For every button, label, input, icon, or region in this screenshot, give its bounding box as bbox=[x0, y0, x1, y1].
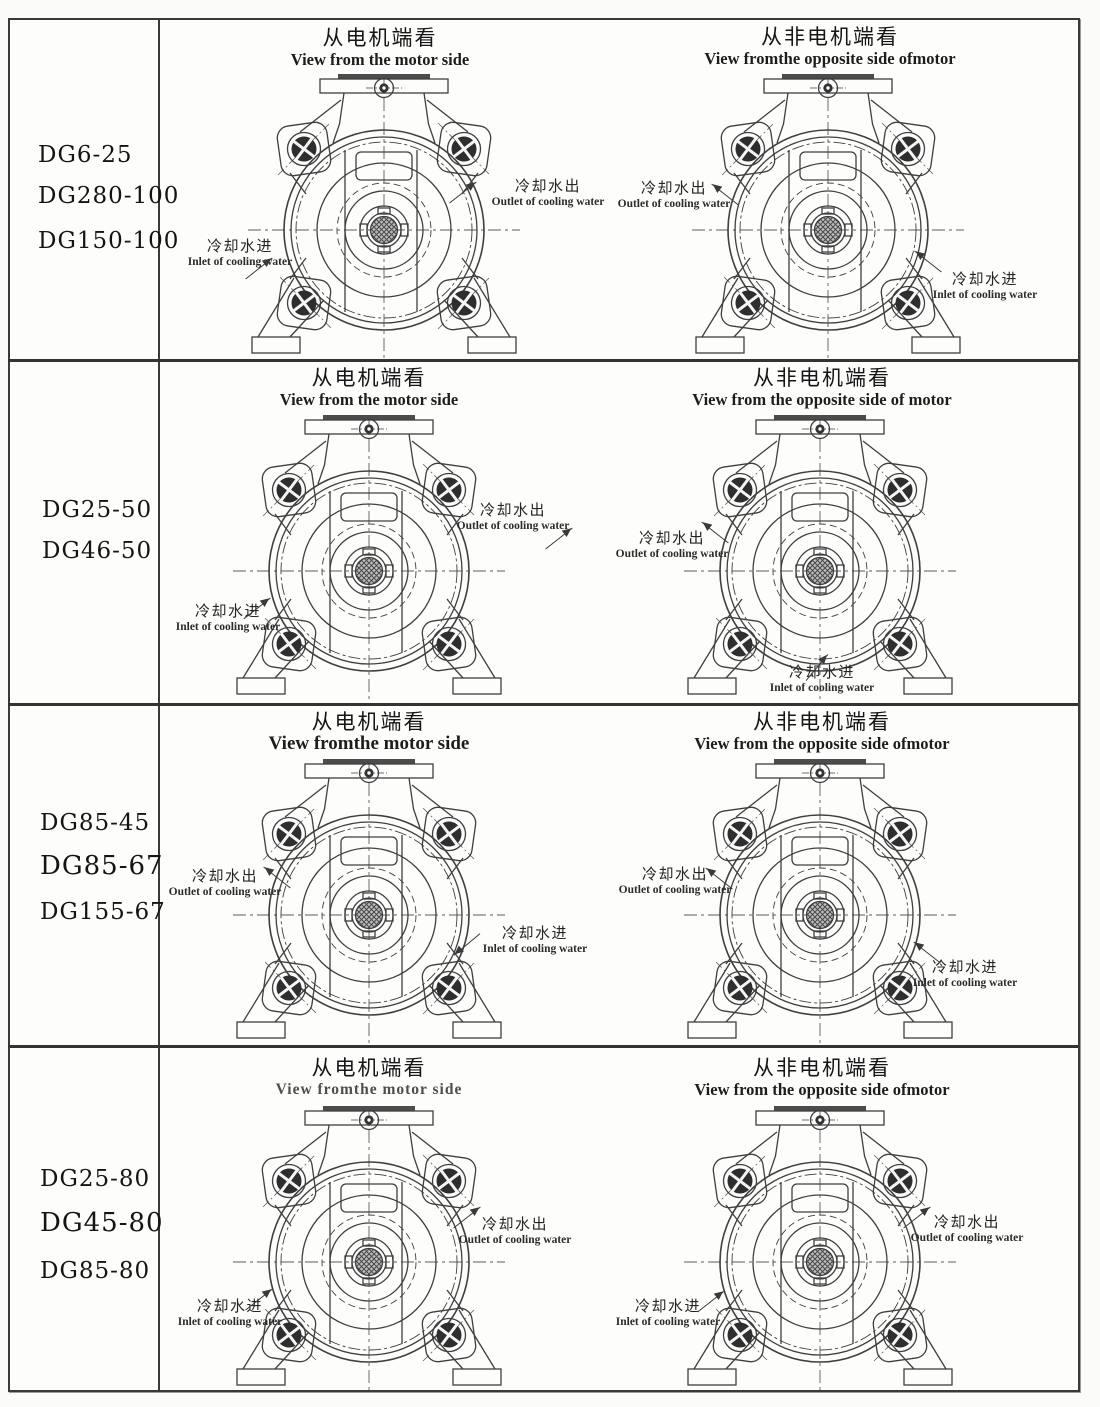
outlet-label: 冷却水出 Outlet of cooling water bbox=[609, 181, 739, 211]
inlet-label: 冷却水进 Inlet of cooling water bbox=[175, 239, 305, 269]
view-title-zh: 从非电机端看 bbox=[753, 1056, 891, 1080]
model-label: DG46-50 bbox=[42, 538, 153, 564]
outlet-label-zh: 冷却水出 bbox=[191, 869, 258, 885]
inlet-label-zh: 冷却水进 bbox=[206, 239, 273, 255]
outlet-label-zh: 冷却水出 bbox=[481, 1217, 548, 1233]
inlet-label-zh: 冷却水进 bbox=[501, 926, 568, 942]
inlet-label-zh: 冷却水进 bbox=[634, 1299, 701, 1315]
view-title-en: View from the motor side bbox=[290, 50, 470, 69]
model-label: DG25-50 bbox=[42, 497, 153, 523]
inlet-label-zh: 冷却水进 bbox=[194, 604, 261, 620]
inlet-label-en: Inlet of cooling water bbox=[482, 943, 588, 956]
view-title-opposite-side: 从非电机端看 View from the opposite side of mo… bbox=[672, 366, 972, 410]
inlet-label-en: Inlet of cooling water bbox=[177, 1316, 283, 1329]
row-divider-1 bbox=[8, 359, 1078, 362]
inlet-label-en: Inlet of cooling water bbox=[769, 682, 875, 695]
view-title-opposite-side: 从非电机端看 View from the opposite side ofmot… bbox=[672, 710, 972, 754]
model-label: DG6-25 bbox=[38, 142, 133, 168]
inlet-label-en: Inlet of cooling water bbox=[912, 977, 1018, 990]
view-title-zh: 从电机端看 bbox=[322, 26, 438, 50]
outlet-label-zh: 冷却水出 bbox=[641, 867, 708, 883]
model-label: DG280-100 bbox=[38, 183, 180, 209]
outlet-label-en: Outlet of cooling water bbox=[491, 196, 605, 209]
inlet-label-en: Inlet of cooling water bbox=[175, 621, 281, 634]
view-title-en: View fromthe motor side bbox=[268, 733, 470, 754]
model-label: DG85-67 bbox=[40, 851, 164, 881]
outlet-label-en: Outlet of cooling water bbox=[615, 548, 729, 561]
inlet-label-en: Inlet of cooling water bbox=[187, 256, 293, 269]
inlet-label: 冷却水进 Inlet of cooling water bbox=[757, 665, 887, 695]
outlet-label: 冷却水出 Outlet of cooling water bbox=[902, 1215, 1032, 1245]
view-title-opposite-side: 从非电机端看 View from the opposite side ofmot… bbox=[672, 1056, 972, 1100]
view-title-motor-side: 从电机端看 View from the motor side bbox=[230, 26, 530, 70]
inlet-label: 冷却水进 Inlet of cooling water bbox=[470, 926, 600, 956]
outlet-label-en: Outlet of cooling water bbox=[168, 886, 282, 899]
inlet-label: 冷却水进 Inlet of cooling water bbox=[603, 1299, 733, 1329]
model-label: DG155-67 bbox=[40, 899, 166, 925]
pump-front-view-drawing bbox=[246, 72, 522, 361]
model-label: DG25-80 bbox=[40, 1166, 151, 1192]
view-title-zh: 从非电机端看 bbox=[753, 366, 891, 390]
inlet-label-en: Inlet of cooling water bbox=[615, 1316, 721, 1329]
view-title-zh: 从电机端看 bbox=[311, 366, 427, 390]
row-divider-2 bbox=[8, 703, 1078, 706]
inlet-label: 冷却水进 Inlet of cooling water bbox=[900, 960, 1030, 990]
inlet-label: 冷却水进 Inlet of cooling water bbox=[165, 1299, 295, 1329]
outlet-label-en: Outlet of cooling water bbox=[618, 884, 732, 897]
model-label: DG85-45 bbox=[40, 810, 151, 836]
view-title-opposite-side: 从非电机端看 View fromthe opposite side ofmoto… bbox=[680, 25, 980, 69]
view-title-zh: 从非电机端看 bbox=[753, 710, 891, 734]
inlet-label: 冷却水进 Inlet of cooling water bbox=[163, 604, 293, 634]
view-title-en: View from the opposite side ofmotor bbox=[694, 734, 950, 753]
outlet-label-zh: 冷却水出 bbox=[640, 181, 707, 197]
model-label: DG150-100 bbox=[38, 228, 180, 254]
model-label: DG45-80 bbox=[40, 1208, 164, 1238]
outlet-label: 冷却水出 Outlet of cooling water bbox=[448, 503, 578, 533]
outlet-label-zh: 冷却水出 bbox=[514, 179, 581, 195]
pump-front-view-drawing bbox=[690, 72, 966, 361]
inlet-label-en: Inlet of cooling water bbox=[932, 289, 1038, 302]
outlet-label-zh: 冷却水出 bbox=[479, 503, 546, 519]
inlet-label-zh: 冷却水进 bbox=[931, 960, 998, 976]
view-title-en: View fromthe opposite side ofmotor bbox=[704, 49, 956, 68]
view-title-en: View from the opposite side of motor bbox=[692, 390, 952, 409]
outlet-label: 冷却水出 Outlet of cooling water bbox=[607, 531, 737, 561]
inlet-label-zh: 冷却水进 bbox=[196, 1299, 263, 1315]
outlet-label-zh: 冷却水出 bbox=[638, 531, 705, 547]
view-title-motor-side: 从电机端看 View fromthe motor side bbox=[219, 710, 519, 754]
inlet-label-zh: 冷却水进 bbox=[788, 665, 855, 681]
inlet-label-zh: 冷却水进 bbox=[951, 272, 1018, 288]
pump-front-view-drawing bbox=[682, 757, 958, 1046]
view-title-zh: 从电机端看 bbox=[311, 710, 427, 734]
view-title-en: View fromthe motor side bbox=[275, 1081, 463, 1098]
pump-front-view-drawing bbox=[231, 413, 507, 702]
view-title-zh: 从电机端看 bbox=[311, 1056, 427, 1080]
outlet-label: 冷却水出 Outlet of cooling water bbox=[160, 869, 290, 899]
model-label: DG85-80 bbox=[40, 1258, 151, 1284]
outlet-label-en: Outlet of cooling water bbox=[910, 1232, 1024, 1245]
view-title-en: View from the motor side bbox=[279, 390, 459, 409]
pump-front-view-drawing bbox=[231, 757, 507, 1046]
view-title-motor-side: 从电机端看 View fromthe motor side bbox=[219, 1056, 519, 1100]
view-title-en: View from the opposite side ofmotor bbox=[694, 1080, 950, 1099]
pump-front-view-drawing bbox=[682, 1104, 958, 1393]
pump-front-view-drawing bbox=[231, 1104, 507, 1393]
outlet-label: 冷却水出 Outlet of cooling water bbox=[450, 1217, 580, 1247]
outlet-label-en: Outlet of cooling water bbox=[458, 1234, 572, 1247]
outlet-label-zh: 冷却水出 bbox=[933, 1215, 1000, 1231]
outlet-label-en: Outlet of cooling water bbox=[456, 520, 570, 533]
row-divider-3 bbox=[8, 1045, 1078, 1048]
outlet-label-en: Outlet of cooling water bbox=[617, 198, 731, 211]
inlet-label: 冷却水进 Inlet of cooling water bbox=[920, 272, 1050, 302]
view-title-zh: 从非电机端看 bbox=[761, 25, 899, 49]
outlet-label: 冷却水出 Outlet of cooling water bbox=[483, 179, 613, 209]
view-title-motor-side: 从电机端看 View from the motor side bbox=[219, 366, 519, 410]
outlet-label: 冷却水出 Outlet of cooling water bbox=[610, 867, 740, 897]
